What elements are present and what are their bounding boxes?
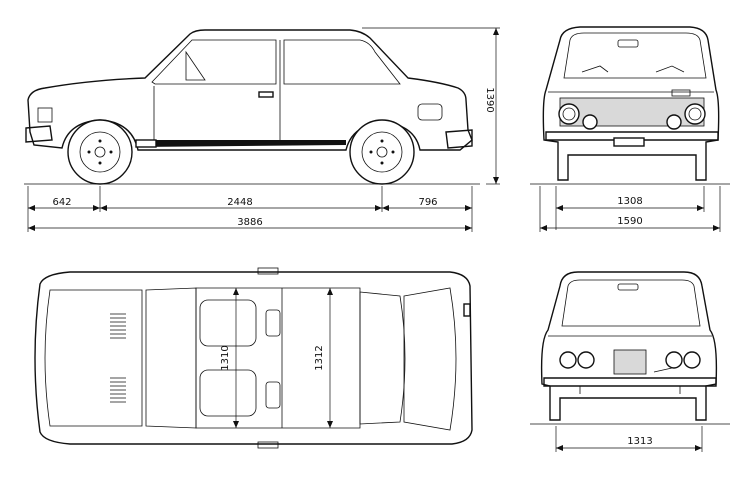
top-roof — [195, 287, 361, 429]
side-view: 1390 642 2448 796 3886 — [24, 27, 500, 232]
top-rear-window — [359, 291, 406, 425]
front-badge — [671, 89, 691, 97]
rear-track-dimension — [555, 426, 703, 452]
top-body-outline — [34, 271, 473, 445]
front-grille — [559, 97, 705, 127]
overall-width-label: 1590 — [617, 216, 642, 227]
front-mirror — [617, 39, 639, 48]
top-bonnet-vents — [110, 313, 126, 403]
side-front-wheel — [67, 119, 133, 185]
top-view: 1310 1312 — [34, 267, 473, 449]
side-quarter-vent — [185, 50, 206, 81]
front-windscreen — [563, 32, 707, 79]
top-boot — [403, 287, 457, 431]
side-body-outline — [27, 29, 473, 151]
front-body-outline — [542, 26, 720, 181]
front-wipers — [581, 65, 685, 73]
front-view: 1308 1590 — [530, 26, 730, 232]
overall-width-dimension — [539, 186, 721, 232]
front-track-dimension — [555, 186, 705, 230]
side-door-handle — [258, 91, 274, 98]
rear-badge — [653, 367, 673, 373]
rear-lamps — [559, 351, 701, 369]
overall-length-label: 3886 — [237, 217, 262, 228]
front-bumper — [545, 131, 719, 141]
side-length-dimensions — [27, 186, 473, 232]
side-height-dimension — [362, 27, 500, 185]
rear-cabin-width-label: 1312 — [314, 345, 325, 370]
front-cabin-width-label: 1310 — [220, 345, 231, 370]
top-windscreen — [145, 287, 197, 429]
rear-plate — [613, 349, 647, 375]
wheelbase-label: 2448 — [227, 197, 252, 208]
top-rear-width-dimension — [327, 288, 333, 428]
front-plate — [613, 137, 645, 147]
top-fuel-cap — [463, 303, 471, 317]
side-badge — [135, 139, 157, 148]
rear-bumper-guards — [579, 386, 681, 394]
rear-window — [561, 279, 701, 327]
rear-bumper — [543, 377, 717, 387]
side-fuel-flap — [417, 103, 443, 121]
rear-mirror — [617, 283, 639, 291]
top-front-width-dimension — [233, 288, 239, 428]
rear-body-outline — [540, 271, 718, 421]
side-rear-wheel — [349, 119, 415, 185]
side-rear-bumper — [445, 129, 473, 149]
front-track-label: 1308 — [617, 196, 642, 207]
side-front-bumper — [25, 125, 53, 143]
side-rear-window — [283, 39, 401, 85]
rear-overhang-label: 796 — [418, 197, 437, 208]
side-headlamp — [37, 107, 53, 123]
top-seats — [199, 299, 281, 417]
side-stripe — [138, 140, 346, 147]
side-front-window — [151, 39, 277, 85]
front-lamps — [558, 103, 706, 130]
rear-view: 1313 — [530, 271, 730, 452]
front-overhang-label: 642 — [52, 197, 71, 208]
rear-track-label: 1313 — [627, 436, 652, 447]
side-height-label: 1390 — [484, 87, 495, 112]
top-mirror-left — [257, 267, 279, 275]
top-mirror-right — [257, 441, 279, 449]
top-bonnet — [44, 289, 143, 427]
